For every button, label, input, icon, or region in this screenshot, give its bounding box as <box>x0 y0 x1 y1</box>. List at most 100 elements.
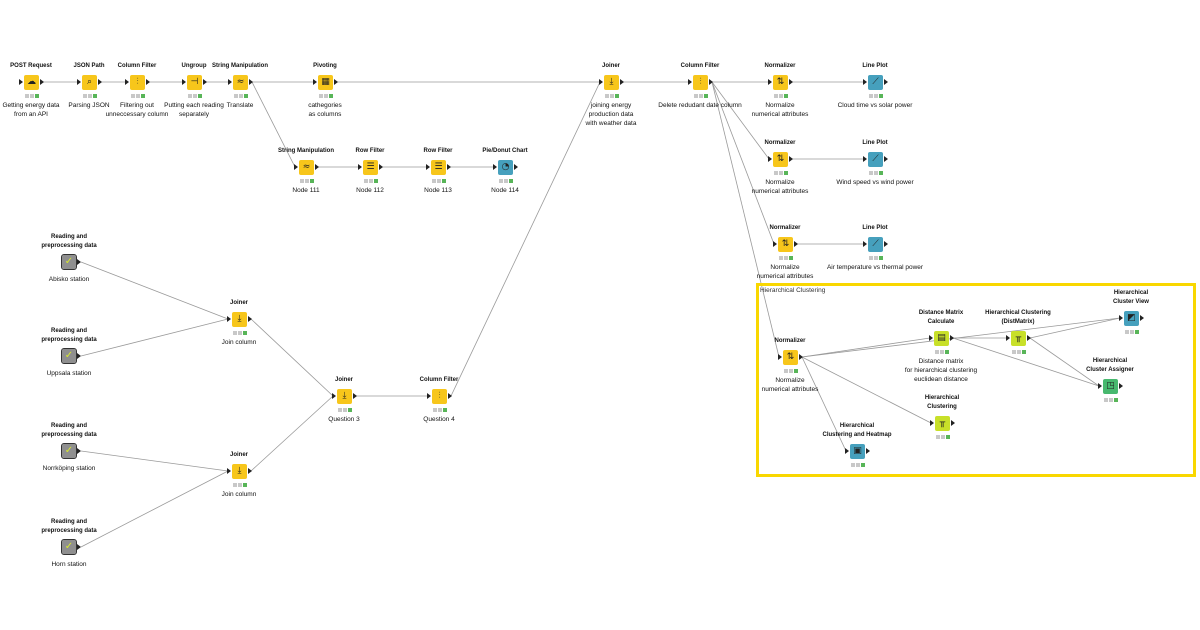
node-norm4[interactable]: ⇅ <box>778 350 803 365</box>
node-distmatrix[interactable]: ▤ <box>929 331 954 346</box>
input-port[interactable] <box>228 79 232 85</box>
output-port[interactable] <box>98 79 102 85</box>
output-port[interactable] <box>353 393 357 399</box>
connection-colfilter2-norm4[interactable] <box>711 81 780 358</box>
connection-strmanip1-strmanip2[interactable] <box>251 81 296 168</box>
connection-norrkoping-joiner3[interactable] <box>80 450 229 472</box>
output-port[interactable] <box>379 164 383 170</box>
output-port[interactable] <box>40 79 44 85</box>
input-port[interactable] <box>863 156 867 162</box>
connection-abisko-joiner2[interactable] <box>80 261 229 320</box>
connection-hcdist-hcview[interactable] <box>1029 317 1121 339</box>
node-joiner3[interactable]: ⤓ <box>227 464 252 479</box>
node-hcheatmap[interactable]: ▣ <box>845 444 870 459</box>
node-colfilter3[interactable]: ⫶ <box>427 389 452 404</box>
connection-distmatrix-hcassign[interactable] <box>952 337 1100 387</box>
output-port[interactable] <box>884 79 888 85</box>
input-port[interactable] <box>313 79 317 85</box>
input-port[interactable] <box>332 393 336 399</box>
output-port[interactable] <box>203 79 207 85</box>
node-lineplot3[interactable]: ⟋ <box>863 237 888 252</box>
input-port[interactable] <box>863 79 867 85</box>
output-port[interactable] <box>248 468 252 474</box>
input-port[interactable] <box>19 79 23 85</box>
node-colfilter1[interactable]: ⫶ <box>125 75 150 90</box>
input-port[interactable] <box>358 164 362 170</box>
output-port[interactable] <box>77 259 81 265</box>
connection-norm4-hcview[interactable] <box>801 317 1121 358</box>
output-port[interactable] <box>315 164 319 170</box>
node-ungroup[interactable]: ⊣ <box>182 75 207 90</box>
input-port[interactable] <box>493 164 497 170</box>
output-port[interactable] <box>709 79 713 85</box>
node-strmanip1[interactable]: ≈ <box>228 75 253 90</box>
input-port[interactable] <box>227 316 231 322</box>
connection-norm4-hc[interactable] <box>801 356 932 424</box>
annotation-hierarchical-clustering[interactable] <box>756 283 1196 477</box>
input-port[interactable] <box>845 448 849 454</box>
node-norm3[interactable]: ⇅ <box>773 237 798 252</box>
input-port[interactable] <box>688 79 692 85</box>
node-rowfilter2[interactable]: ☰ <box>426 160 451 175</box>
output-port[interactable] <box>1119 383 1123 389</box>
node-lineplot1[interactable]: ⟋ <box>863 75 888 90</box>
input-port[interactable] <box>427 393 431 399</box>
output-port[interactable] <box>248 316 252 322</box>
output-port[interactable] <box>448 393 452 399</box>
input-port[interactable] <box>863 241 867 247</box>
node-joiner4[interactable]: ⤓ <box>332 389 357 404</box>
input-port[interactable] <box>773 241 777 247</box>
output-port[interactable] <box>951 420 955 426</box>
output-port[interactable] <box>884 156 888 162</box>
node-lineplot2[interactable]: ⟋ <box>863 152 888 167</box>
output-port[interactable] <box>799 354 803 360</box>
connection-joiner3-joiner4[interactable] <box>250 395 334 472</box>
node-hcdist[interactable]: ╥ <box>1006 331 1031 346</box>
node-hc[interactable]: ╥ <box>930 416 955 431</box>
output-port[interactable] <box>146 79 150 85</box>
output-port[interactable] <box>950 335 954 341</box>
connection-hcdist-hcassign[interactable] <box>1029 337 1100 387</box>
input-port[interactable] <box>1006 335 1010 341</box>
node-uppsala[interactable]: ✓ <box>61 348 81 364</box>
input-port[interactable] <box>294 164 298 170</box>
node-horn[interactable]: ✓ <box>61 539 81 555</box>
node-joiner1[interactable]: ⤓ <box>599 75 624 90</box>
connection-norm4-hcheatmap[interactable] <box>801 356 847 452</box>
output-port[interactable] <box>77 448 81 454</box>
node-pie[interactable]: ◔ <box>493 160 518 175</box>
output-port[interactable] <box>334 79 338 85</box>
input-port[interactable] <box>77 79 81 85</box>
output-port[interactable] <box>249 79 253 85</box>
input-port[interactable] <box>227 468 231 474</box>
connection-norm4-distmatrix[interactable] <box>801 337 931 358</box>
node-norm2[interactable]: ⇅ <box>768 152 793 167</box>
input-port[interactable] <box>930 420 934 426</box>
output-port[interactable] <box>77 353 81 359</box>
connection-colfilter2-norm3[interactable] <box>711 81 775 245</box>
node-strmanip2[interactable]: ≈ <box>294 160 319 175</box>
connection-horn-joiner3[interactable] <box>80 470 229 548</box>
output-port[interactable] <box>514 164 518 170</box>
output-port[interactable] <box>77 544 81 550</box>
input-port[interactable] <box>929 335 933 341</box>
input-port[interactable] <box>125 79 129 85</box>
node-norrkoping[interactable]: ✓ <box>61 443 81 459</box>
input-port[interactable] <box>768 156 772 162</box>
input-port[interactable] <box>182 79 186 85</box>
input-port[interactable] <box>1119 315 1123 321</box>
node-joiner2[interactable]: ⤓ <box>227 312 252 327</box>
node-hcassign[interactable]: ◳ <box>1098 379 1123 394</box>
connection-joiner2-joiner4[interactable] <box>250 318 334 397</box>
node-jsonpath[interactable]: ⌕ <box>77 75 102 90</box>
node-hcview[interactable]: ◩ <box>1119 311 1144 326</box>
input-port[interactable] <box>426 164 430 170</box>
input-port[interactable] <box>599 79 603 85</box>
output-port[interactable] <box>789 79 793 85</box>
output-port[interactable] <box>794 241 798 247</box>
node-abisko[interactable]: ✓ <box>61 254 81 270</box>
node-norm1[interactable]: ⇅ <box>768 75 793 90</box>
node-rowfilter1[interactable]: ☰ <box>358 160 383 175</box>
input-port[interactable] <box>768 79 772 85</box>
input-port[interactable] <box>1098 383 1102 389</box>
